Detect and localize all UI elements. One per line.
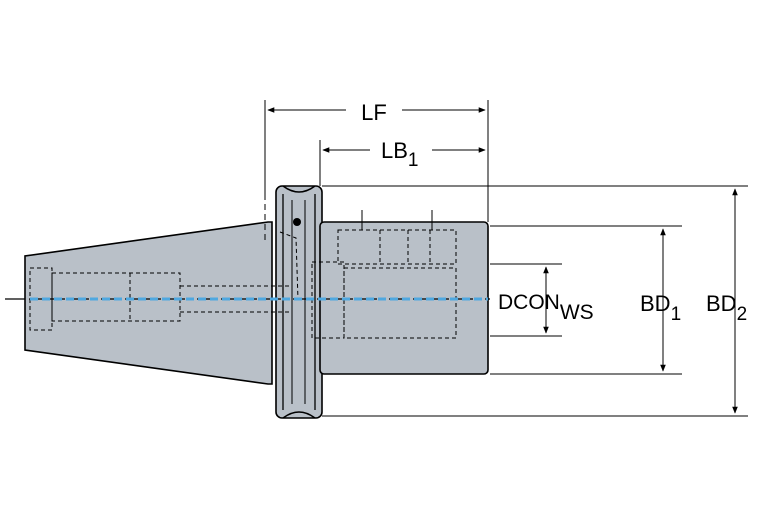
bd1-label: BD1 bbox=[640, 291, 681, 325]
flange bbox=[275, 185, 323, 419]
dimension-lines bbox=[267, 107, 738, 414]
taper-shank bbox=[24, 221, 273, 385]
bd2-label: BD2 bbox=[706, 291, 747, 325]
lb1-label: LB1 bbox=[381, 138, 419, 171]
extension-lines bbox=[264, 100, 748, 417]
lf-label: LF bbox=[361, 100, 387, 125]
dcon-ws-label: DCONWS bbox=[498, 291, 594, 324]
tick-marks bbox=[361, 210, 433, 230]
